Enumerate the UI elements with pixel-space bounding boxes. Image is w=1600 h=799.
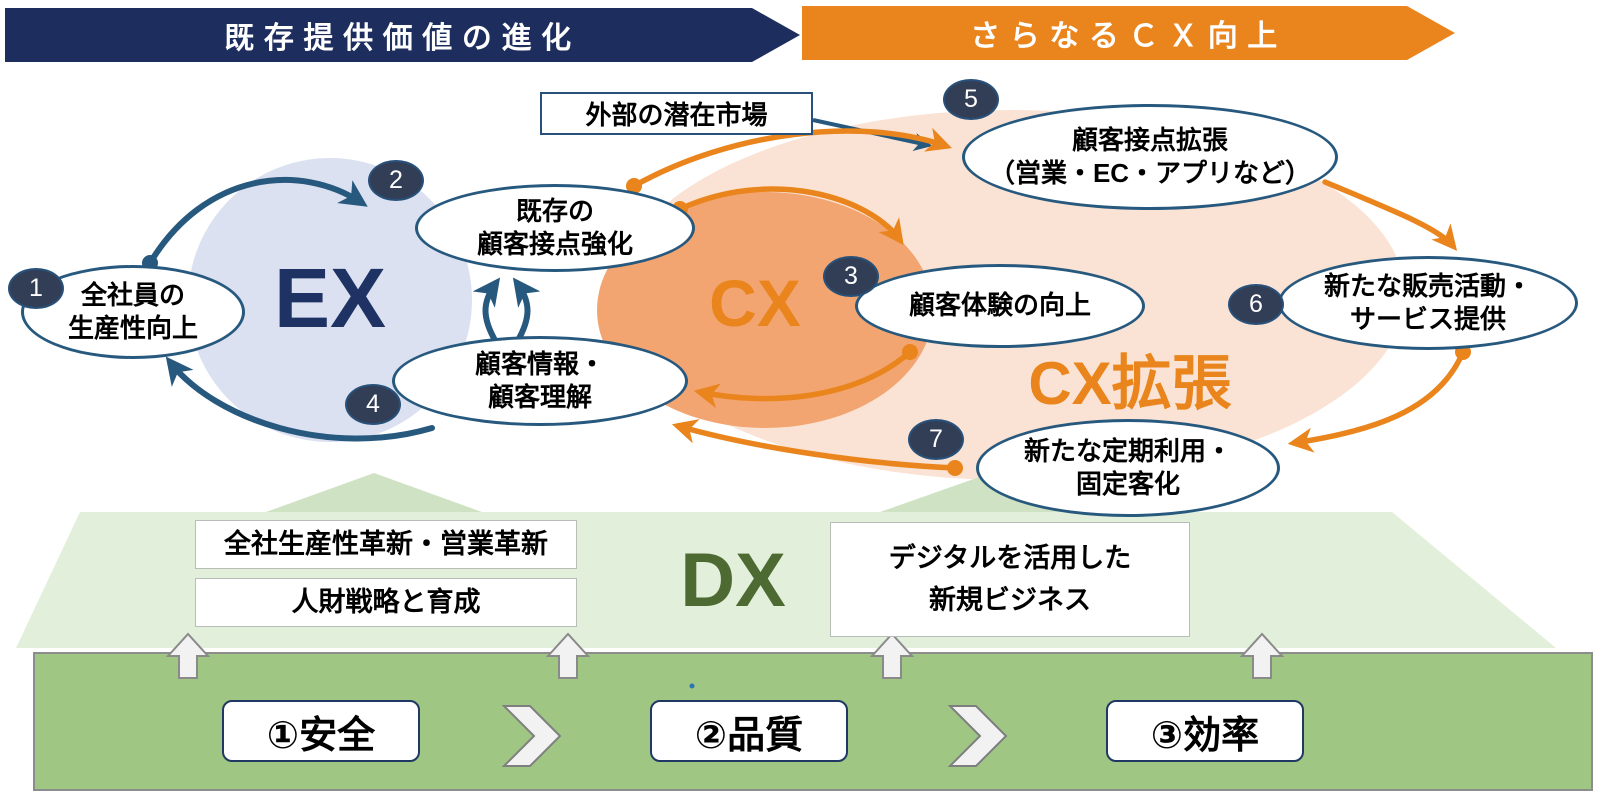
badge-4: 4 [345,384,401,425]
cx-label: CX [709,266,801,340]
node-3-customer-experience: 顧客体験の向上 [855,264,1145,348]
dx-box-hr-strategy: 人財戦略と育成 [195,578,577,627]
dx-box-2-label: 人財戦略と育成 [291,586,481,617]
node-2-line2: 顧客接点強化 [476,229,633,259]
cx-cycle-dot-bottom [902,344,918,360]
banner-existing-value: 既存提供価値の進化 [5,8,800,62]
feedback-up-arrow-right [512,277,541,345]
node-5-touchpoint-expansion: 顧客接点拡張 （営業・EC・アプリなど） [962,104,1338,210]
up-arrow-icon-4 [1239,632,1285,679]
external-market-box: 外部の潜在市場 [540,92,813,135]
foundation-quality-label: ②品質 [694,714,804,757]
dx-box-3-line2: 新規ビジネス [929,584,1091,615]
cx-expansion-label: CX拡張 [1028,350,1232,417]
dx-box-3-line1: デジタルを活用した [888,542,1132,573]
cx-expansion-arrow-to-node4 [671,419,958,471]
cx-expansion-arrow-to-node7 [1287,349,1466,453]
foundation-safety-label: ①安全 [266,714,376,757]
badge-6: 6 [1228,284,1284,325]
dx-box-digital-new-business: デジタルを活用した 新規ビジネス [830,522,1190,637]
node-7-line2: 固定客化 [1075,469,1180,499]
node-6-line2: サービス提供 [1349,304,1506,334]
up-arrow-icon-1 [165,632,211,679]
dx-label: DX [680,538,786,623]
node-6-new-sales-service: 新たな販売活動・ サービス提供 [1278,256,1578,350]
node-2-line1: 既存の [515,195,594,226]
foundation-box-quality: ②品質 [650,700,848,762]
node-7-line1: 新たな定期利用・ [1023,435,1232,466]
node-1-line1: 全社員の [80,279,185,310]
chevron-right-icon-1 [501,705,562,767]
external-market-label: 外部の潜在市場 [585,100,768,130]
node-4-customer-understanding: 顧客情報・ 顧客理解 [392,336,688,426]
badge-1: 1 [8,268,64,309]
node-4-line1: 顧客情報・ [474,348,605,379]
banner-further-cx: さらなるＣＸ向上 [802,6,1455,60]
node-5-line1: 顧客接点拡張 [1071,124,1228,155]
badge-3: 3 [823,256,879,297]
node-3-line1: 顧客体験の向上 [908,290,1091,321]
cx-cycle-arrow-top [677,186,904,246]
node-1-line2: 生産性向上 [67,313,198,343]
cx-cycle-arrow-bottom [693,349,913,409]
foundation-box-safety: ①安全 [222,700,420,762]
ex-label: EX [273,251,387,345]
node-4-line2: 顧客理解 [487,382,592,412]
banner-further-cx-label: さらなるＣＸ向上 [970,20,1287,53]
badge-5: 5 [943,79,999,120]
feedback-up-arrow-left [472,277,501,345]
cx-expansion-arrow-to-node6 [1322,179,1458,251]
ex-cycle-arrow-bottom [165,356,435,442]
ex-cycle-arrow-top [147,176,368,266]
foundation-box-efficiency: ③効率 [1106,700,1304,762]
node-7-regular-use: 新たな定期利用・ 固定客化 [976,419,1280,517]
foundation-efficiency-label: ③効率 [1150,714,1260,757]
up-arrow-icon-3 [869,632,915,679]
node-6-line1: 新たな販売活動・ [1323,270,1532,301]
dx-box-productivity-innovation: 全社生産性革新・営業革新 [195,520,577,569]
dx-box-1-label: 全社生産性革新・営業革新 [224,528,548,559]
dx-house-left-peak [266,473,482,512]
stray-dot-1 [689,683,695,689]
node-5-line2: （営業・EC・アプリなど） [988,158,1312,188]
badge-2: 2 [368,160,424,201]
cx-expansion-dot-node7 [947,460,963,476]
chevron-right-icon-2 [947,705,1008,767]
banner-existing-value-label: 既存提供価値の進化 [224,22,581,55]
up-arrow-icon-2 [545,632,591,679]
node-2-existing-touchpoints: 既存の 顧客接点強化 [415,184,695,272]
badge-7: 7 [908,419,964,460]
